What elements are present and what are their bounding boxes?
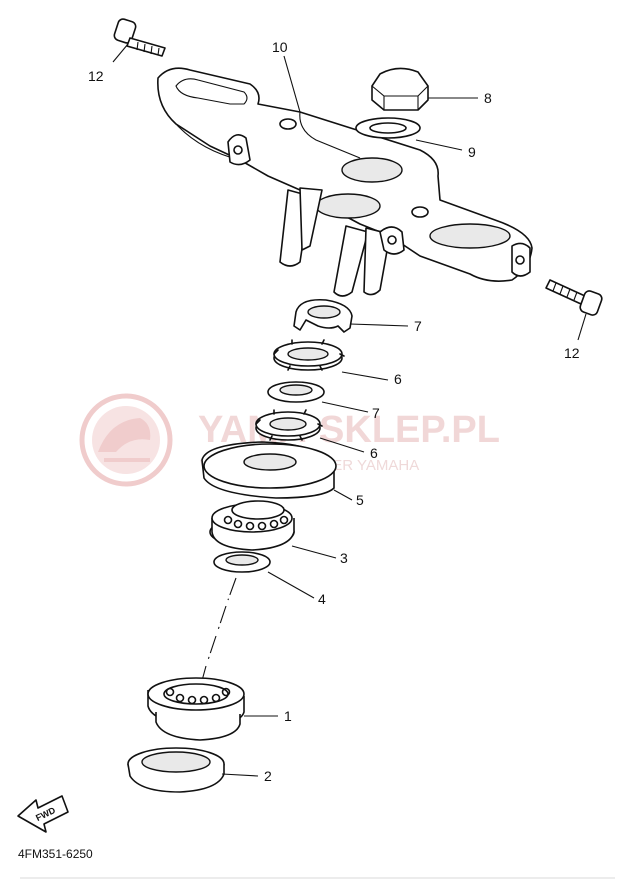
upper-bracket-11 bbox=[157, 67, 533, 297]
callout-12-upper: 12 bbox=[88, 68, 104, 84]
callout-10: 9 bbox=[468, 144, 476, 160]
callout-1: 1 bbox=[284, 708, 292, 724]
cap-nut-9 bbox=[371, 67, 429, 111]
bolt-12-lower bbox=[545, 279, 603, 316]
leader-7 bbox=[349, 323, 409, 327]
callout-11: 10 bbox=[272, 39, 288, 55]
leader-5 bbox=[333, 489, 353, 501]
bearing-1 bbox=[147, 677, 245, 741]
leader-11 bbox=[283, 55, 301, 113]
callout-6-upper: 6 bbox=[394, 371, 402, 387]
leader-6-lower bbox=[319, 437, 365, 453]
watermark-logo-icon bbox=[79, 393, 173, 487]
washer-8 bbox=[267, 381, 325, 403]
callout-7: 7 bbox=[414, 318, 422, 334]
seal-4 bbox=[213, 551, 271, 573]
callout-4: 4 bbox=[318, 591, 326, 607]
ring-nut-6-lower bbox=[255, 409, 323, 441]
leader-4 bbox=[267, 571, 315, 599]
dust-cover-5 bbox=[201, 441, 337, 499]
leader-2 bbox=[221, 773, 259, 777]
bolt-12-upper bbox=[113, 18, 166, 57]
leader-10 bbox=[415, 139, 463, 151]
callout-3: 3 bbox=[340, 550, 348, 566]
leader-8 bbox=[321, 401, 369, 413]
callout-6-lower: 6 bbox=[370, 445, 378, 461]
bearing-3 bbox=[209, 500, 295, 551]
seal-2 bbox=[127, 747, 225, 793]
callout-5: 5 bbox=[356, 492, 364, 508]
callout-12-lower: 12 bbox=[564, 345, 580, 361]
assembly-axis-line bbox=[199, 577, 237, 689]
leader-6-upper bbox=[341, 371, 389, 381]
callout-8: 7 bbox=[372, 405, 380, 421]
leader-12-upper bbox=[112, 43, 129, 63]
leader-lines bbox=[112, 43, 587, 777]
ring-nut-6-upper bbox=[273, 339, 345, 371]
callout-9: 8 bbox=[484, 90, 492, 106]
part-code: 4FM351-6250 bbox=[18, 847, 93, 861]
forward-arrow-icon: FWD bbox=[17, 795, 69, 833]
washer-10 bbox=[355, 117, 421, 139]
callout-2: 2 bbox=[264, 768, 272, 784]
leader-3 bbox=[291, 545, 337, 559]
callout-labels: 12 10 8 9 12 7 6 7 6 5 3 4 1 2 bbox=[88, 39, 580, 784]
lock-washer-7 bbox=[293, 298, 353, 333]
leader-12-lower bbox=[577, 313, 587, 341]
